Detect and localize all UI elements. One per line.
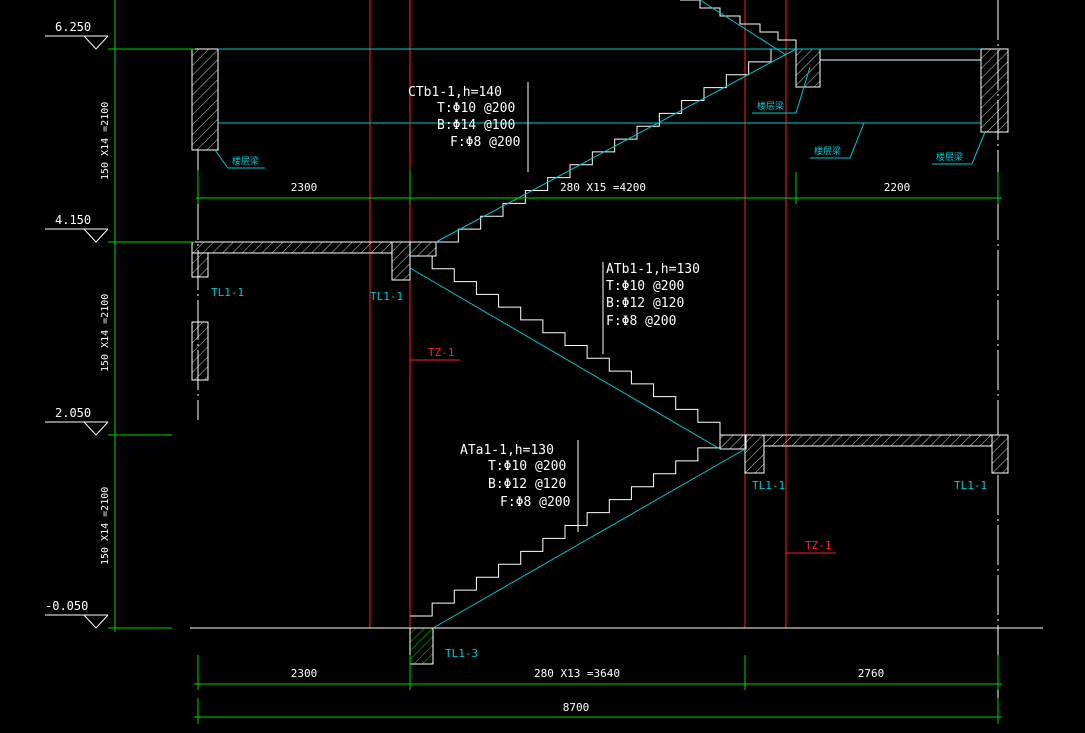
top-left-beam bbox=[191, 48, 219, 151]
atb-top-bar: T:Φ10 @200 bbox=[606, 279, 684, 294]
ata-title: ATa1-1,h=130 bbox=[460, 443, 554, 458]
flight-ctb-soffit bbox=[435, 48, 797, 243]
column-label-leaders bbox=[410, 359, 836, 554]
atb-bottom-bar: B:Φ12 @120 bbox=[606, 296, 684, 311]
tag-label-3: 楼层梁 bbox=[814, 145, 841, 157]
tag-label-2: 楼层梁 bbox=[757, 100, 784, 112]
flight-ata-soffit bbox=[432, 448, 746, 629]
low-landing-beam bbox=[744, 434, 765, 474]
tag-leader-3 bbox=[810, 122, 865, 159]
top-slab-cyan bbox=[218, 0, 981, 124]
mid-left-wall-stub bbox=[191, 321, 209, 381]
total-dim-label: 8700 bbox=[563, 701, 590, 714]
vertical-dim-label-1: 150 X14 =2100 bbox=[100, 102, 111, 180]
flight-ctb-steps bbox=[436, 49, 772, 243]
flight-atb-steps bbox=[410, 255, 721, 435]
atb-title: ATb1-1,h=130 bbox=[606, 262, 700, 277]
vertical-dim-label-2: 150 X14 =2100 bbox=[100, 294, 111, 372]
top-landing-beam bbox=[795, 48, 821, 88]
upper-flight-soffit bbox=[699, 0, 787, 56]
beam-label-bottom: TL1-3 bbox=[445, 647, 478, 660]
top-right-beam bbox=[980, 48, 1009, 133]
mid-center-beam bbox=[391, 241, 411, 281]
tag-leader-4 bbox=[932, 131, 986, 165]
middle-floor-slab bbox=[191, 241, 437, 381]
low-landing bbox=[719, 434, 747, 450]
vertical-dim-label-3: 150 X14 =2100 bbox=[100, 487, 111, 565]
column-label-2: TZ-1 bbox=[805, 539, 832, 552]
beam-label-right-low-a: TL1-1 bbox=[752, 479, 785, 492]
building-outline bbox=[190, 0, 1043, 720]
tag-label-1: 楼层梁 bbox=[232, 155, 259, 167]
flight-atb-soffit bbox=[409, 267, 721, 450]
ctb-dist-bar: F:Φ8 @200 bbox=[450, 135, 520, 150]
annotation-leaders bbox=[527, 82, 604, 532]
ata-bottom-bar: B:Φ12 @120 bbox=[488, 477, 566, 492]
level-triangle-1 bbox=[83, 35, 109, 50]
column-grid-lines bbox=[369, 0, 787, 628]
ctb-top-bar: T:Φ10 @200 bbox=[437, 101, 515, 116]
ctb-title: CTb1-1,h=140 bbox=[408, 85, 502, 100]
bottom-dim-label-1: 2300 bbox=[291, 667, 318, 680]
ata-top-bar: T:Φ10 @200 bbox=[488, 459, 566, 474]
stair-flights bbox=[409, 48, 797, 629]
top-dim-label-3: 2200 bbox=[884, 181, 911, 194]
ata-dist-bar: F:Φ8 @200 bbox=[500, 495, 570, 510]
flight-ata-steps bbox=[410, 435, 721, 617]
level-label-4: -0.050 bbox=[45, 599, 88, 613]
tag-label-4: 楼层梁 bbox=[936, 151, 963, 163]
level-label-1: 6.250 bbox=[55, 20, 91, 34]
dimension-lines bbox=[108, 0, 1002, 724]
level-markers bbox=[45, 35, 109, 629]
bottom-dim-label-3: 2760 bbox=[858, 667, 885, 680]
ctb-bottom-bar: B:Φ14 @100 bbox=[437, 118, 515, 133]
level-triangle-2 bbox=[83, 228, 109, 243]
level-label-3: 2.050 bbox=[55, 406, 91, 420]
beam-label-center-mid: TL1-1 bbox=[370, 290, 403, 303]
low-right-beam bbox=[991, 434, 1009, 474]
bottom-dim-label-2: 280 X13 =3640 bbox=[534, 667, 620, 680]
top-dim-label-1: 2300 bbox=[291, 181, 318, 194]
top-floor-slab bbox=[191, 0, 1009, 151]
atb-dist-bar: F:Φ8 @200 bbox=[606, 314, 676, 329]
low-slab bbox=[763, 434, 993, 447]
mid-slab bbox=[191, 241, 393, 254]
tag-leader-1 bbox=[214, 149, 265, 169]
mid-landing bbox=[409, 241, 437, 257]
top-dim-label-2: 280 X15 =4200 bbox=[560, 181, 646, 194]
tag-leader-2 bbox=[752, 66, 811, 114]
upper-flight-continuation bbox=[680, 0, 797, 49]
mid-left-beam bbox=[191, 252, 209, 278]
bottom-beam bbox=[409, 627, 434, 665]
level-triangle-3 bbox=[83, 421, 109, 436]
level-label-2: 4.150 bbox=[55, 213, 91, 227]
tag-leaders bbox=[214, 66, 986, 169]
level-triangle-4 bbox=[83, 614, 109, 629]
lower-landing-slab bbox=[719, 434, 1009, 474]
column-label-1: TZ-1 bbox=[428, 346, 455, 359]
beam-label-right-low-b: TL1-1 bbox=[954, 479, 987, 492]
beam-label-left-mid: TL1-1 bbox=[211, 286, 244, 299]
